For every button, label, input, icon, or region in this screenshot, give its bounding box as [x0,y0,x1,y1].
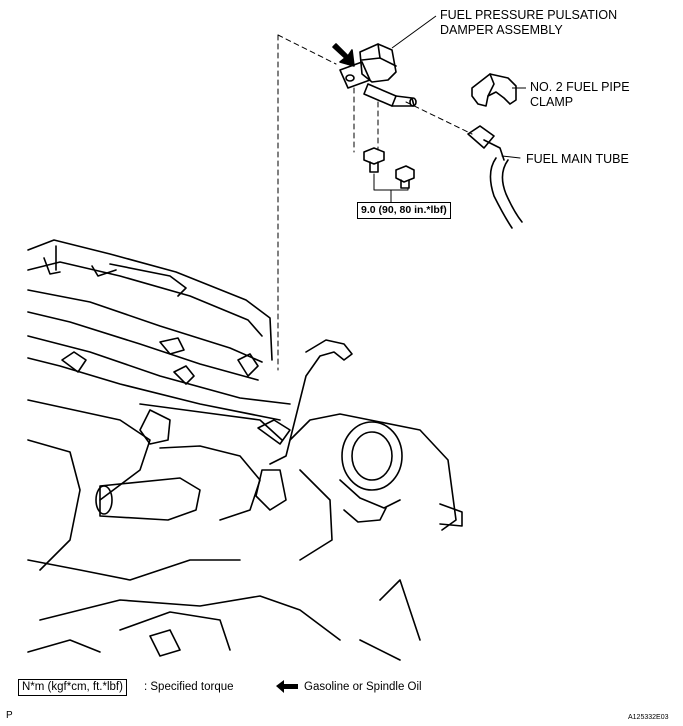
damper-label-line2: DAMPER ASSEMBLY [440,23,563,37]
main-tube-label: FUEL MAIN TUBE [526,152,629,166]
damper-label-line1: FUEL PRESSURE PULSATION [440,8,618,22]
corner-left-code: P [6,710,13,721]
throttle-body [255,339,463,561]
oil-arrow [332,43,355,67]
fuel-main-tube [467,125,523,229]
torque-spec: 9.0 (90, 80 in.*lbf) [357,202,451,219]
torque-bracket [373,173,409,203]
clamp-label-line2: CLAMP [530,95,574,109]
legend-torque-desc: : Specified torque [144,681,234,693]
figure-id: A125332E03 [628,714,669,721]
legend-torque-box: N*m (kgf*cm, ft.*lbf) [18,679,127,696]
bolt-left [363,147,385,173]
damper-assembly [339,43,417,107]
legend-oil-desc: Gasoline or Spindle Oil [304,681,422,693]
fuel-pipe-clamp [471,73,517,107]
dashed-leader-lines [277,34,473,371]
bolt-right [395,165,415,189]
engine-block [27,239,421,661]
clamp-label-line1: NO. 2 FUEL PIPE [530,80,630,94]
